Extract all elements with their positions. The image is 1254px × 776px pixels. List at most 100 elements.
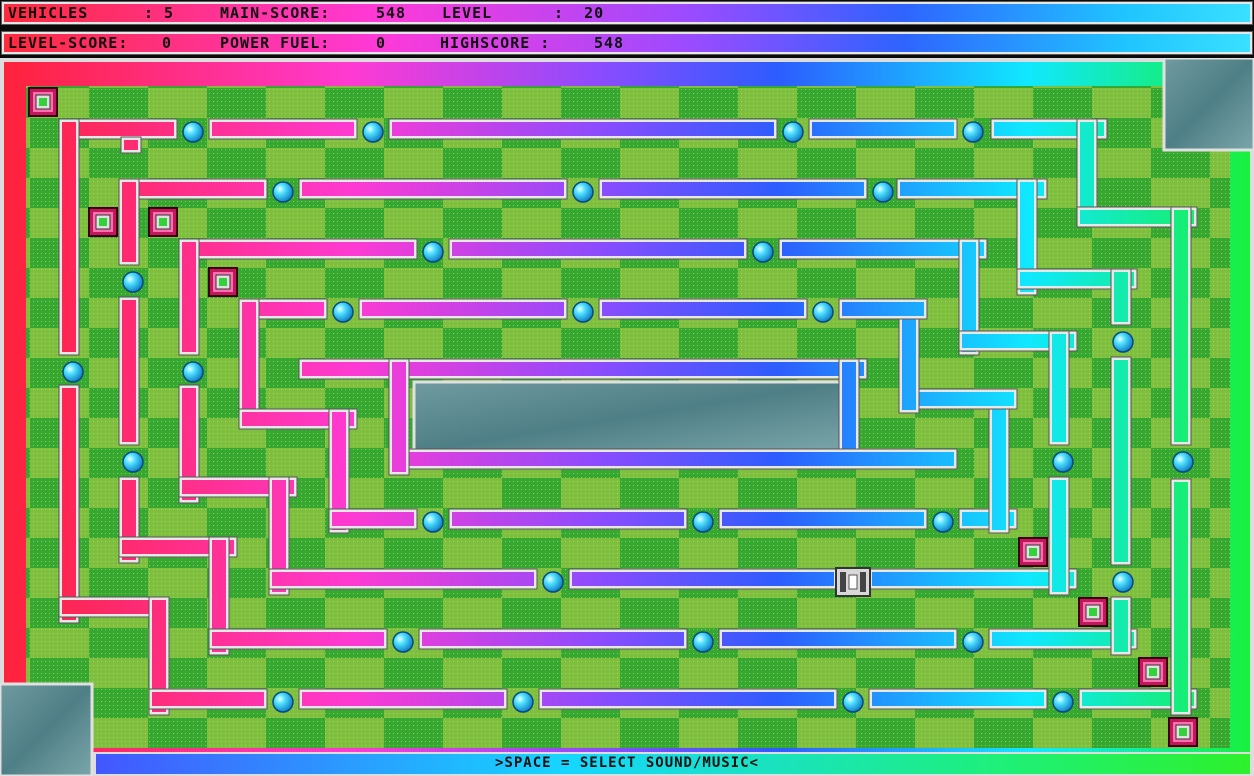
maze-wall [178, 238, 200, 356]
maze-wall [448, 238, 748, 260]
maze-wall [238, 298, 328, 320]
gem-box-icon [1168, 717, 1198, 747]
maze-wall [148, 596, 170, 716]
maze-wall [118, 178, 268, 200]
maze-wall [988, 388, 1010, 534]
cyan-energy-orb-icon [362, 121, 384, 143]
cyan-energy-orb-icon [122, 271, 144, 293]
maze-wall [58, 384, 80, 624]
player-vehicle-icon [835, 567, 871, 597]
footer-bar [96, 754, 1250, 774]
maze-wall [1110, 268, 1132, 326]
footer-hint: >SPACE = SELECT SOUND/MUSIC< [495, 755, 759, 771]
maze-wall [1170, 206, 1192, 446]
maze-wall [418, 628, 688, 650]
maze-wall [148, 688, 268, 710]
maze-wall [298, 178, 568, 200]
orb-layer [62, 121, 1194, 713]
center-lake [412, 380, 844, 454]
maze-wall [58, 118, 80, 356]
maze-wall [238, 298, 260, 424]
cyan-energy-orb-icon [422, 241, 444, 263]
cyan-energy-orb-icon [62, 361, 84, 383]
maze-wall [958, 330, 1078, 352]
cyan-energy-orb-icon [1112, 571, 1134, 593]
cyan-energy-orb-icon [962, 121, 984, 143]
cyan-energy-orb-icon [422, 511, 444, 533]
maze-wall [838, 358, 860, 456]
maze-wall [118, 296, 140, 446]
level-label: LEVEL [442, 4, 493, 22]
gem-box-icon [1078, 597, 1108, 627]
cyan-energy-orb-icon [392, 631, 414, 653]
cyan-energy-orb-icon [272, 691, 294, 713]
cyan-energy-orb-icon [572, 301, 594, 323]
maze-wall [1170, 478, 1192, 716]
hud-top-bar: VEHICLES : 5 MAIN-SCORE: 548 LEVEL : 20 [1, 1, 1253, 25]
maze-wall [538, 688, 838, 710]
main-score-value: 548 [376, 4, 407, 22]
maze-wall [358, 298, 568, 320]
maze-wall [988, 628, 1138, 650]
maze-wall [208, 628, 388, 650]
power-fuel-value: 0 [376, 34, 387, 52]
maze-wall [1078, 688, 1198, 710]
cyan-energy-orb-icon [692, 631, 714, 653]
cyan-energy-orb-icon [842, 691, 864, 713]
maze-wall [298, 358, 868, 380]
maze-wall [1076, 118, 1098, 216]
cyan-energy-orb-icon [572, 181, 594, 203]
maze-wall [838, 298, 928, 320]
maze-wall [178, 238, 418, 260]
cyan-energy-orb-icon [782, 121, 804, 143]
maze-wall [958, 238, 980, 356]
maze-wall [1016, 268, 1138, 290]
maze-wall [388, 448, 958, 470]
maze-wall [568, 568, 838, 590]
maze-wall [1110, 356, 1132, 566]
level-score-value: 0 [162, 34, 173, 52]
highscore-value: 548 [594, 34, 625, 52]
water-corner-top-right [1162, 58, 1254, 152]
cyan-energy-orb-icon [272, 181, 294, 203]
maze-wall [598, 178, 868, 200]
cyan-energy-orb-icon [182, 121, 204, 143]
maze-wall [120, 136, 142, 154]
cyan-energy-orb-icon [752, 241, 774, 263]
maze-wall [1048, 476, 1070, 596]
hud-second-bar: LEVEL-SCORE: 0 POWER FUEL: 0 HIGHSCORE :… [1, 31, 1253, 55]
maze-wall [896, 178, 1048, 200]
main-score-label: MAIN-SCORE: [220, 4, 331, 22]
maze-wall [1048, 330, 1070, 446]
maze-wall [388, 118, 778, 140]
maze-wall [1076, 206, 1198, 228]
maze-wall [178, 384, 200, 504]
gem-box-icon [88, 207, 118, 237]
maze-wall [778, 238, 988, 260]
maze-wall [328, 508, 418, 530]
maze-wall [328, 408, 350, 534]
cyan-energy-orb-icon [542, 571, 564, 593]
maze-wall [118, 536, 238, 558]
level-score-label: LEVEL-SCORE: [8, 34, 129, 52]
power-fuel-label: POWER FUEL: [220, 34, 331, 52]
highscore-label: HIGHSCORE : [440, 34, 551, 52]
cyan-energy-orb-icon [872, 181, 894, 203]
cyan-energy-orb-icon [962, 631, 984, 653]
gem-box-icon [1138, 657, 1168, 687]
gem-box-icon [148, 207, 178, 237]
maze-wall [1016, 178, 1038, 296]
maze-wall [58, 118, 178, 140]
cyan-energy-orb-icon [512, 691, 534, 713]
maze-wall [898, 388, 1018, 410]
maze-wall [208, 118, 358, 140]
maze-wall [118, 178, 140, 266]
cyan-energy-orb-icon [1052, 451, 1074, 473]
maze-wall [58, 596, 158, 618]
maze-wall [808, 118, 958, 140]
water-corner-bottom-left [0, 682, 94, 776]
maze-wall [298, 688, 508, 710]
gem-box-icon [1018, 537, 1048, 567]
maze-wall [208, 536, 230, 656]
maze-wall [718, 628, 958, 650]
